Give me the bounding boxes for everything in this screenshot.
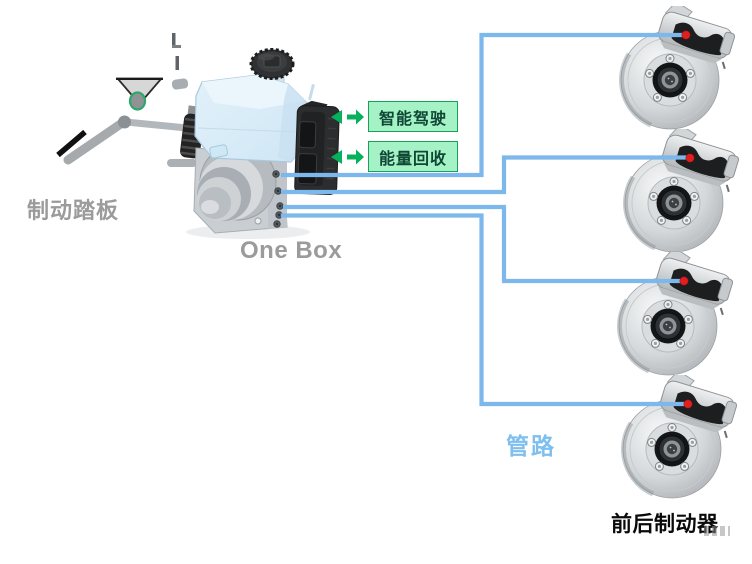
funnel-ball (128, 91, 147, 111)
callout-label: 智能驾驶 (378, 110, 447, 128)
front-rear-brakes-label: 前后制动器 (611, 513, 719, 536)
bidirectional-arrow-icon (331, 109, 364, 124)
pipes-label: 管路 (506, 433, 556, 459)
brake-disc-rear-left (619, 245, 737, 375)
ecu-module (294, 100, 340, 196)
brake-disc-rear-right (623, 368, 741, 498)
bracket-dash (172, 33, 176, 47)
motor-cylinder (197, 143, 277, 221)
caliper-red-dots (679, 30, 695, 409)
bracket-dash (175, 56, 179, 70)
callout-label: 能量回收 (378, 150, 447, 168)
pedal-pivot (118, 115, 131, 129)
callout-box-energy-recovery: 能量回收 (368, 141, 458, 172)
callout-energy-recovery: 能量回收 (331, 141, 458, 172)
brake-pipe-4 (281, 213, 686, 407)
mount-rod (167, 159, 197, 167)
pedal-pad (56, 129, 87, 158)
watermark (704, 526, 730, 536)
reservoir-cap (249, 48, 295, 80)
brake-pedal-label: 制动踏板 (27, 198, 120, 223)
hydraulic-ports (272, 170, 284, 228)
callout-box-intelligent-driving: 智能驾驶 (368, 101, 458, 132)
brake-pipe-3 (283, 204, 682, 284)
pedal-lever (63, 116, 130, 165)
brake-pipes (281, 32, 688, 407)
brake-pedal-assembly (56, 33, 201, 165)
brake-disc-front-right (625, 122, 743, 252)
brake-pipe-1 (281, 32, 684, 178)
one-box-label: One Box (240, 237, 343, 264)
bidirectional-arrow-icon (331, 149, 364, 164)
brake-disc-front-left (621, 0, 739, 129)
one-box-unit (167, 48, 340, 239)
bracket-dash (172, 45, 181, 48)
callout-intelligent-driving: 智能驾驶 (331, 101, 458, 132)
brake-pipe-2 (281, 155, 688, 195)
